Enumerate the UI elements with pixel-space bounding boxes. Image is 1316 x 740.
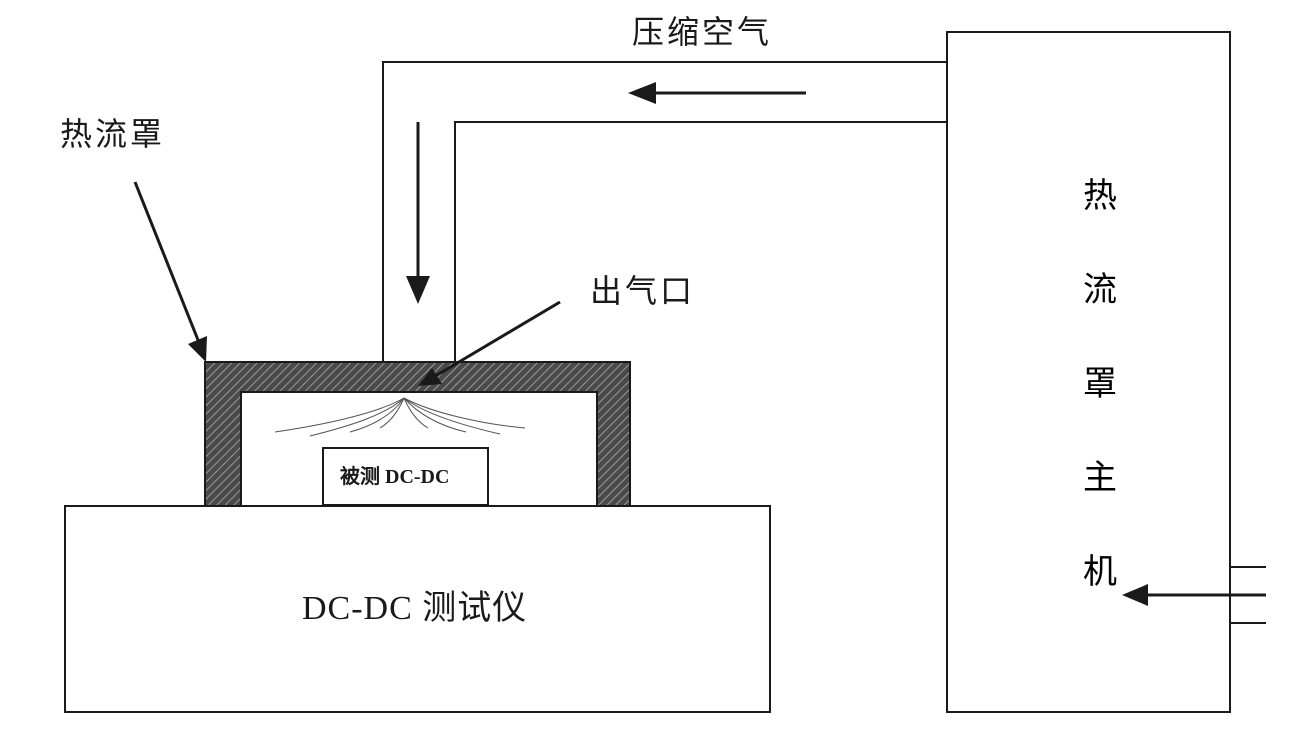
- tester-label: DC-DC 测试仪: [302, 590, 528, 627]
- main-unit-char: 罩: [1083, 364, 1117, 404]
- main-unit-char: 主: [1083, 458, 1117, 498]
- air-outlet-spray: [274, 397, 526, 437]
- inlet-arrowhead: [1122, 584, 1148, 606]
- main-unit-box: [946, 31, 1231, 713]
- heat-flow-hood-label: 热流罩: [60, 115, 166, 153]
- outlet-pointer-head: [418, 368, 442, 386]
- air-outlet-label: 出气口: [590, 272, 696, 310]
- main-unit-char: 流: [1083, 270, 1117, 310]
- main-unit-char: 热: [1083, 176, 1117, 216]
- compressed-air-label: 压缩空气: [632, 13, 773, 51]
- outlet-pointer-line: [431, 300, 561, 380]
- air-duct-inner: [454, 121, 947, 362]
- main-unit-char: 机: [1083, 552, 1117, 592]
- tester-box: [64, 505, 771, 713]
- airflow-arrowhead-horizontal: [628, 82, 656, 104]
- dut-label: 被测 DC-DC: [340, 466, 450, 488]
- hood-pointer-line: [133, 181, 202, 346]
- main-unit-label: 热 流 罩 主 机: [1070, 168, 1130, 638]
- air-duct-outer: [382, 61, 947, 362]
- hood-pointer-head: [188, 336, 207, 362]
- airflow-arrowhead-vertical: [406, 276, 430, 304]
